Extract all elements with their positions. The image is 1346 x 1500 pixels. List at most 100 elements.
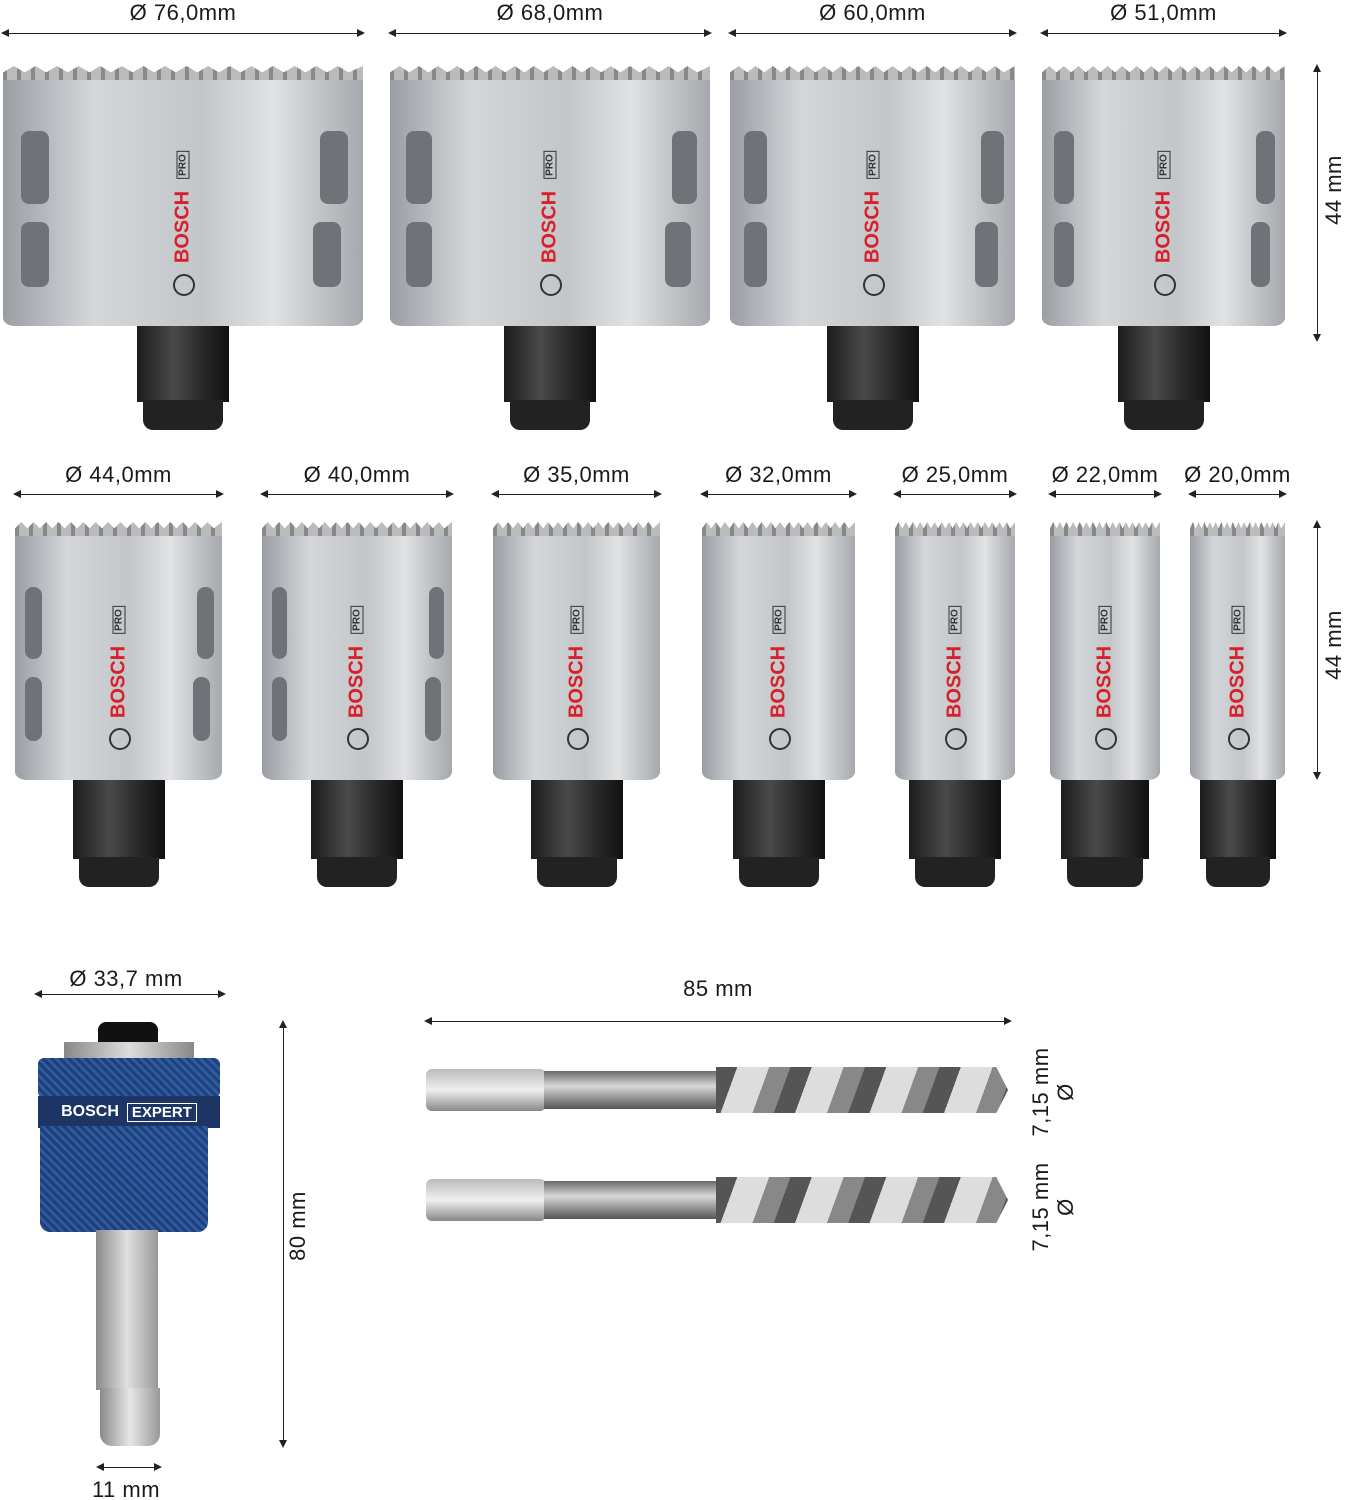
hex-shank: [426, 1179, 546, 1221]
shank-foot: [915, 857, 995, 887]
hex-shank: [909, 780, 1001, 859]
pro-badge: PRO: [570, 606, 583, 634]
saw-diameter-label: Ø 35,0mm: [523, 462, 630, 487]
saw-diameter-line: [260, 490, 454, 498]
bosch-logo: BOSCH: [345, 645, 368, 719]
saw-diameter-line: [13, 490, 224, 498]
saw-diameter-line: [1, 29, 365, 37]
saw-diameter-label: Ø 20,0mm: [1184, 462, 1291, 487]
bosch-logo: BOSCH: [565, 645, 587, 719]
saw-slot: [1250, 222, 1271, 287]
hex-shank: [72, 780, 165, 859]
saw-slot: [425, 676, 441, 742]
hole-saw: PRO BOSCH: [493, 522, 660, 887]
adapter-line: EXPERT: [126, 1102, 197, 1122]
saw-slot: [21, 131, 49, 204]
saw-diameter-line: [1188, 490, 1287, 498]
saw-diameter-label: Ø 51,0mm: [1110, 0, 1217, 25]
saw-slot: [193, 676, 210, 742]
drill-length-label: 85 mm: [683, 976, 753, 1001]
shank-foot: [1205, 857, 1270, 887]
adapter-shank-line: [96, 1463, 162, 1471]
pro-badge: PRO: [1157, 150, 1170, 179]
hole-saw: PRO BOSCH: [1050, 522, 1160, 887]
saw-slot: [429, 586, 445, 659]
row2-height-dimension-line: [1313, 520, 1321, 780]
saw-slot: [744, 222, 768, 287]
drill-shaft: [544, 1071, 719, 1109]
shank-foot: [536, 857, 617, 887]
bosch-logo: BOSCH: [1226, 645, 1248, 719]
saw-diameter-line: [728, 29, 1017, 37]
hex-shank: [1199, 780, 1276, 859]
shank-foot: [143, 400, 223, 430]
saw-diameter-label: Ø 44,0mm: [65, 462, 172, 487]
shank-foot: [78, 857, 159, 887]
saw-slot: [319, 131, 348, 204]
hex-shank: [311, 780, 403, 859]
hex-shank: [426, 1069, 546, 1111]
saw-slot: [975, 222, 998, 287]
pro-badge: PRO: [1098, 606, 1112, 634]
saw-slot: [21, 222, 49, 287]
bosch-armature-icon: [566, 728, 589, 751]
saw-slot: [980, 131, 1004, 204]
saw-slot: [406, 131, 432, 204]
saw-slot: [25, 586, 42, 659]
twist-drill-bit: [426, 1177, 1008, 1223]
drill-length-line: [424, 1017, 1012, 1025]
saw-diameter-label: Ø 60,0mm: [819, 0, 926, 25]
pro-badge: PRO: [948, 606, 962, 634]
saw-slot: [671, 131, 698, 204]
saw-slot: [1255, 131, 1276, 204]
row2-height-label: 44 mm: [1321, 610, 1346, 680]
hex-shank: [826, 326, 919, 402]
hex-shank: [732, 780, 825, 859]
shank-foot: [738, 857, 819, 887]
bosch-armature-icon: [173, 274, 195, 296]
pro-badge: PRO: [772, 606, 785, 634]
saw-slot: [1054, 131, 1074, 204]
bosch-logo: BOSCH: [943, 645, 966, 719]
saw-slot: [312, 222, 341, 287]
hole-saw: PRO BOSCH: [1190, 522, 1285, 887]
pro-badge: PRO: [176, 150, 190, 179]
adapter-diameter-line: [34, 990, 226, 998]
shank-foot: [1067, 857, 1143, 887]
drill-flute: [716, 1177, 1008, 1223]
pro-badge: PRO: [1231, 606, 1244, 634]
saw-slot: [271, 676, 287, 742]
twist-drill-bit: [426, 1067, 1008, 1113]
drill-1-diameter-label: 7,15 mm: [1028, 1047, 1053, 1137]
drill-shaft: [544, 1181, 719, 1219]
saw-diameter-line: [1048, 490, 1162, 498]
saw-diameter-line: [1040, 29, 1287, 37]
saw-slot: [271, 586, 287, 659]
drill-2-diameter-symbol: Ø: [1053, 1198, 1078, 1216]
hex-shank: [1061, 780, 1149, 859]
bosch-armature-icon: [540, 274, 562, 296]
saw-diameter-line: [388, 29, 712, 37]
bosch-armature-icon: [1227, 728, 1250, 751]
bosch-logo: BOSCH: [1152, 191, 1174, 264]
saw-diameter-label: Ø 68,0mm: [496, 0, 604, 25]
saw-slot: [25, 676, 42, 742]
saw-diameter-line: [893, 490, 1017, 498]
drill-2-diameter-label: 7,15 mm: [1028, 1162, 1053, 1252]
bosch-armature-icon: [1095, 728, 1117, 751]
bosch-armature-icon: [1153, 274, 1176, 296]
pro-badge: PRO: [112, 606, 125, 634]
bosch-logo: BOSCH: [1093, 645, 1116, 719]
bosch-armature-icon: [945, 728, 967, 751]
adapter-length-line: [279, 1020, 287, 1448]
row1-height-dimension-line: [1313, 64, 1321, 342]
hex-shank: [504, 326, 596, 402]
saw-slot: [197, 586, 214, 659]
